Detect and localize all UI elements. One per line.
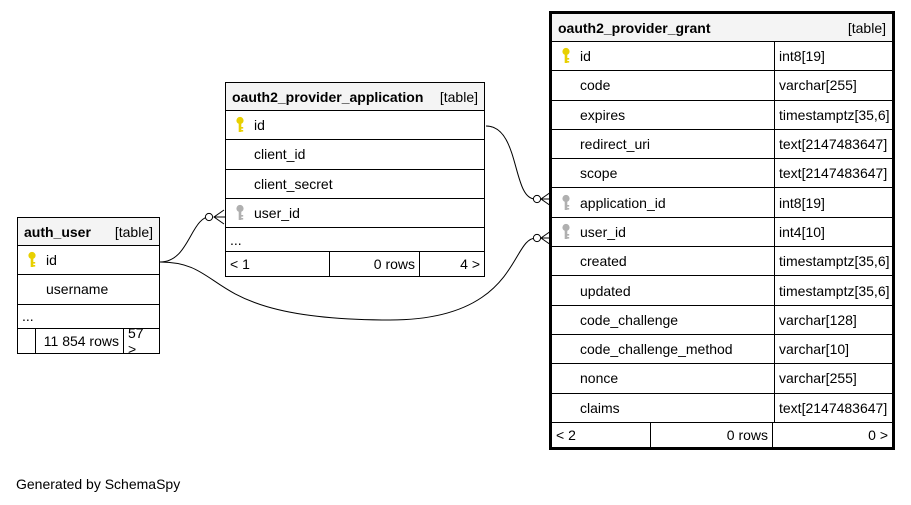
- table-header[interactable]: auth_user [table]: [18, 218, 159, 246]
- column-type: varchar[10]: [774, 334, 892, 364]
- column-list: id int8[19] code varchar[255] expires timesta…: [552, 42, 892, 423]
- footer-row-count: 11 854 rows: [35, 328, 123, 353]
- column-name: code_challenge_method: [580, 341, 733, 358]
- foreign-key-icon: [552, 194, 580, 212]
- column-row[interactable]: scope text[2147483647]: [552, 159, 892, 189]
- column-row[interactable]: user_id int4[10]: [552, 217, 892, 248]
- column-name: claims: [580, 399, 620, 416]
- column-name: nonce: [580, 370, 619, 387]
- column-type: varchar[255]: [774, 364, 892, 393]
- column-type: text[2147483647]: [774, 129, 892, 159]
- table-tag: [table]: [847, 19, 886, 36]
- column-name: user_id: [254, 205, 300, 222]
- edge-application-to-grant: [485, 125, 536, 200]
- column-name: client_id: [254, 146, 306, 163]
- column-row[interactable]: code varchar[255]: [552, 71, 892, 101]
- column-type: int4[10]: [774, 217, 892, 247]
- column-row[interactable]: client_secret: [226, 170, 484, 199]
- more-columns: ...: [18, 305, 159, 329]
- column-name: application_id: [580, 194, 666, 211]
- footer-row-count: 0 rows: [650, 422, 772, 447]
- column-type: varchar[128]: [774, 305, 892, 334]
- column-name: redirect_uri: [580, 136, 651, 153]
- column-row[interactable]: expires timestamptz[35,6]: [552, 100, 892, 130]
- column-name: scope: [580, 165, 618, 182]
- table-oauth2-provider-application[interactable]: oauth2_provider_application [table] id c…: [225, 82, 485, 278]
- footer-children[interactable]: 0 >: [772, 422, 892, 447]
- table-auth-user[interactable]: auth_user [table] id username ... 11 854…: [17, 217, 160, 357]
- column-row[interactable]: updated timestamptz[35,6]: [552, 276, 892, 306]
- table-footer: < 2 0 rows 0 >: [552, 422, 892, 447]
- table-tag: [table]: [439, 88, 478, 105]
- column-row[interactable]: user_id: [226, 199, 484, 229]
- column-name: code_challenge: [580, 311, 679, 328]
- primary-key-icon: [552, 47, 580, 65]
- generated-by-credit: Generated by SchemaSpy: [16, 476, 181, 492]
- column-row[interactable]: nonce varchar[255]: [552, 364, 892, 394]
- column-row[interactable]: id: [18, 246, 159, 276]
- edge-optional-marker: [532, 233, 542, 243]
- edge-optional-marker: [204, 212, 214, 222]
- column-name: updated: [580, 282, 631, 299]
- column-type: timestamptz[35,6]: [774, 100, 892, 129]
- table-footer: 11 854 rows 57 >: [18, 325, 159, 357]
- table-name: oauth2_provider_grant: [558, 19, 711, 36]
- column-name: username: [46, 281, 109, 298]
- column-name: id: [580, 48, 591, 65]
- column-row[interactable]: redirect_uri text[2147483647]: [552, 129, 892, 160]
- table-name: oauth2_provider_application: [232, 88, 424, 105]
- column-row[interactable]: code_challenge varchar[128]: [552, 305, 892, 335]
- table-name: auth_user: [24, 223, 91, 240]
- column-type: text[2147483647]: [774, 393, 892, 422]
- edge-optional-marker: [532, 194, 542, 204]
- column-name: expires: [580, 106, 626, 123]
- column-name: user_id: [580, 223, 626, 240]
- column-row[interactable]: id: [226, 111, 484, 141]
- foreign-key-icon: [226, 204, 254, 222]
- column-row[interactable]: created timestamptz[35,6]: [552, 247, 892, 277]
- column-row[interactable]: username: [18, 275, 159, 305]
- column-name: client_secret: [254, 175, 333, 192]
- more-columns: ...: [226, 228, 484, 253]
- primary-key-icon: [226, 116, 254, 134]
- column-row[interactable]: client_id: [226, 140, 484, 170]
- column-type: int8[19]: [774, 42, 892, 71]
- column-name: code: [580, 77, 611, 94]
- footer-children[interactable]: 57 >: [123, 325, 159, 357]
- column-row[interactable]: code_challenge_method varchar[10]: [552, 334, 892, 365]
- column-name: id: [254, 117, 265, 134]
- footer-parents: [18, 329, 35, 353]
- footer-row-count: 0 rows: [329, 252, 419, 277]
- column-type: timestamptz[35,6]: [774, 247, 892, 276]
- column-name: id: [46, 252, 57, 269]
- column-name: created: [580, 253, 627, 270]
- column-type: text[2147483647]: [774, 159, 892, 188]
- column-type: int8[19]: [774, 188, 892, 217]
- footer-parents[interactable]: < 1: [230, 256, 250, 273]
- column-row[interactable]: id int8[19]: [552, 42, 892, 72]
- edge-crowfoot-marker: [213, 209, 226, 225]
- column-row[interactable]: application_id int8[19]: [552, 188, 892, 218]
- column-row[interactable]: claims text[2147483647]: [552, 393, 892, 423]
- table-header[interactable]: oauth2_provider_application [table]: [226, 83, 484, 111]
- footer-children[interactable]: 4 >: [419, 252, 484, 277]
- edge-auth-user-to-grant: [159, 237, 537, 321]
- table-oauth2-provider-grant[interactable]: oauth2_provider_grant [table] id int8[19]…: [549, 11, 895, 450]
- column-type: varchar[255]: [774, 71, 892, 100]
- foreign-key-icon: [552, 223, 580, 241]
- edge-auth-user-to-application: [159, 215, 213, 263]
- table-tag: [table]: [114, 223, 153, 240]
- table-header[interactable]: oauth2_provider_grant [table]: [552, 14, 892, 42]
- footer-parents[interactable]: < 2: [556, 426, 576, 443]
- column-type: timestamptz[35,6]: [774, 276, 892, 305]
- primary-key-icon: [18, 251, 46, 269]
- table-footer: < 1 0 rows 4 >: [226, 252, 484, 277]
